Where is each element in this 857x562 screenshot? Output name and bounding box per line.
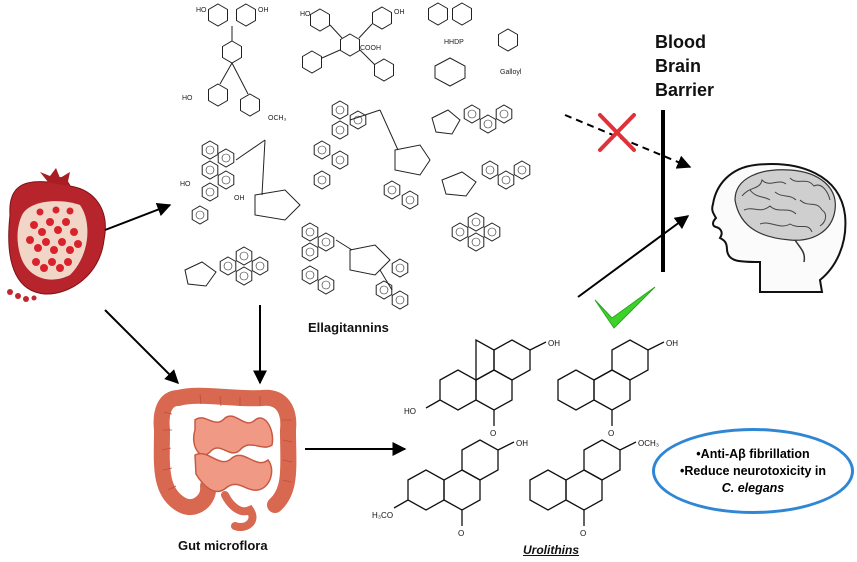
- arrow-pomegranate-to-ellagitannins: [104, 202, 172, 231]
- svg-text:O: O: [458, 529, 464, 538]
- effects-ellipse: •Anti-Aβ fibrillation •Reduce neurotoxic…: [652, 428, 854, 514]
- bbb-line-3: Barrier: [655, 80, 715, 100]
- effect-c-elegans: C. elegans: [721, 480, 785, 495]
- svg-text:OH: OH: [394, 9, 405, 16]
- svg-text:O: O: [580, 529, 586, 538]
- arrow-urolithins-to-brain: [577, 215, 690, 298]
- hhdp-label: HHDP: [444, 39, 464, 46]
- galloyl-label: Galloyl: [500, 69, 522, 76]
- green-check-icon: [594, 286, 656, 329]
- urolithins-label: Urolithins: [523, 543, 579, 557]
- ellagitannin-structures: HO OH HO OCH₃ HO OH COOH HHDP Galloyl: [180, 2, 531, 310]
- intestine-icon: [153, 387, 297, 531]
- urolithin-structures: [393, 338, 665, 526]
- svg-text:HO: HO: [180, 181, 191, 188]
- red-cross-icon: [598, 113, 636, 152]
- svg-text:OH: OH: [516, 439, 528, 448]
- svg-text:COOH: COOH: [360, 45, 381, 52]
- ellagitannins-label: Ellagitannins: [308, 320, 389, 335]
- svg-text:O: O: [608, 429, 614, 438]
- gut-microflora-label: Gut microflora: [178, 538, 268, 553]
- arrow-pomegranate-to-gut: [104, 309, 179, 384]
- svg-text:HO: HO: [300, 11, 311, 18]
- svg-text:OCH₃: OCH₃: [638, 439, 659, 448]
- svg-text:OCH₃: OCH₃: [268, 115, 287, 122]
- pomegranate-icon: [7, 168, 106, 302]
- bbb-line-2: Brain: [655, 56, 702, 76]
- svg-text:O: O: [490, 429, 496, 438]
- svg-text:HO: HO: [196, 7, 207, 14]
- blood-brain-barrier-label: Blood Brain Barrier: [655, 30, 714, 102]
- svg-text:OH: OH: [666, 339, 678, 348]
- svg-text:OH: OH: [258, 7, 269, 14]
- svg-text:HO: HO: [404, 407, 416, 416]
- effect-anti-abeta: •Anti-Aβ fibrillation: [696, 446, 810, 461]
- urolithin-atom-labels: OH HO O OH O OH H₃CO O OCH₃ O: [372, 339, 678, 538]
- head-brain-icon: [711, 163, 847, 293]
- svg-text:OH: OH: [548, 339, 560, 348]
- svg-text:OH: OH: [234, 195, 245, 202]
- effect-reduce-neurotoxicity: •Reduce neurotoxicity in: [679, 463, 827, 478]
- svg-text:HO: HO: [182, 95, 193, 102]
- arrow-ellagitannins-blocked: [564, 114, 692, 169]
- svg-text:H₃CO: H₃CO: [372, 511, 393, 520]
- bbb-line-1: Blood: [655, 32, 706, 52]
